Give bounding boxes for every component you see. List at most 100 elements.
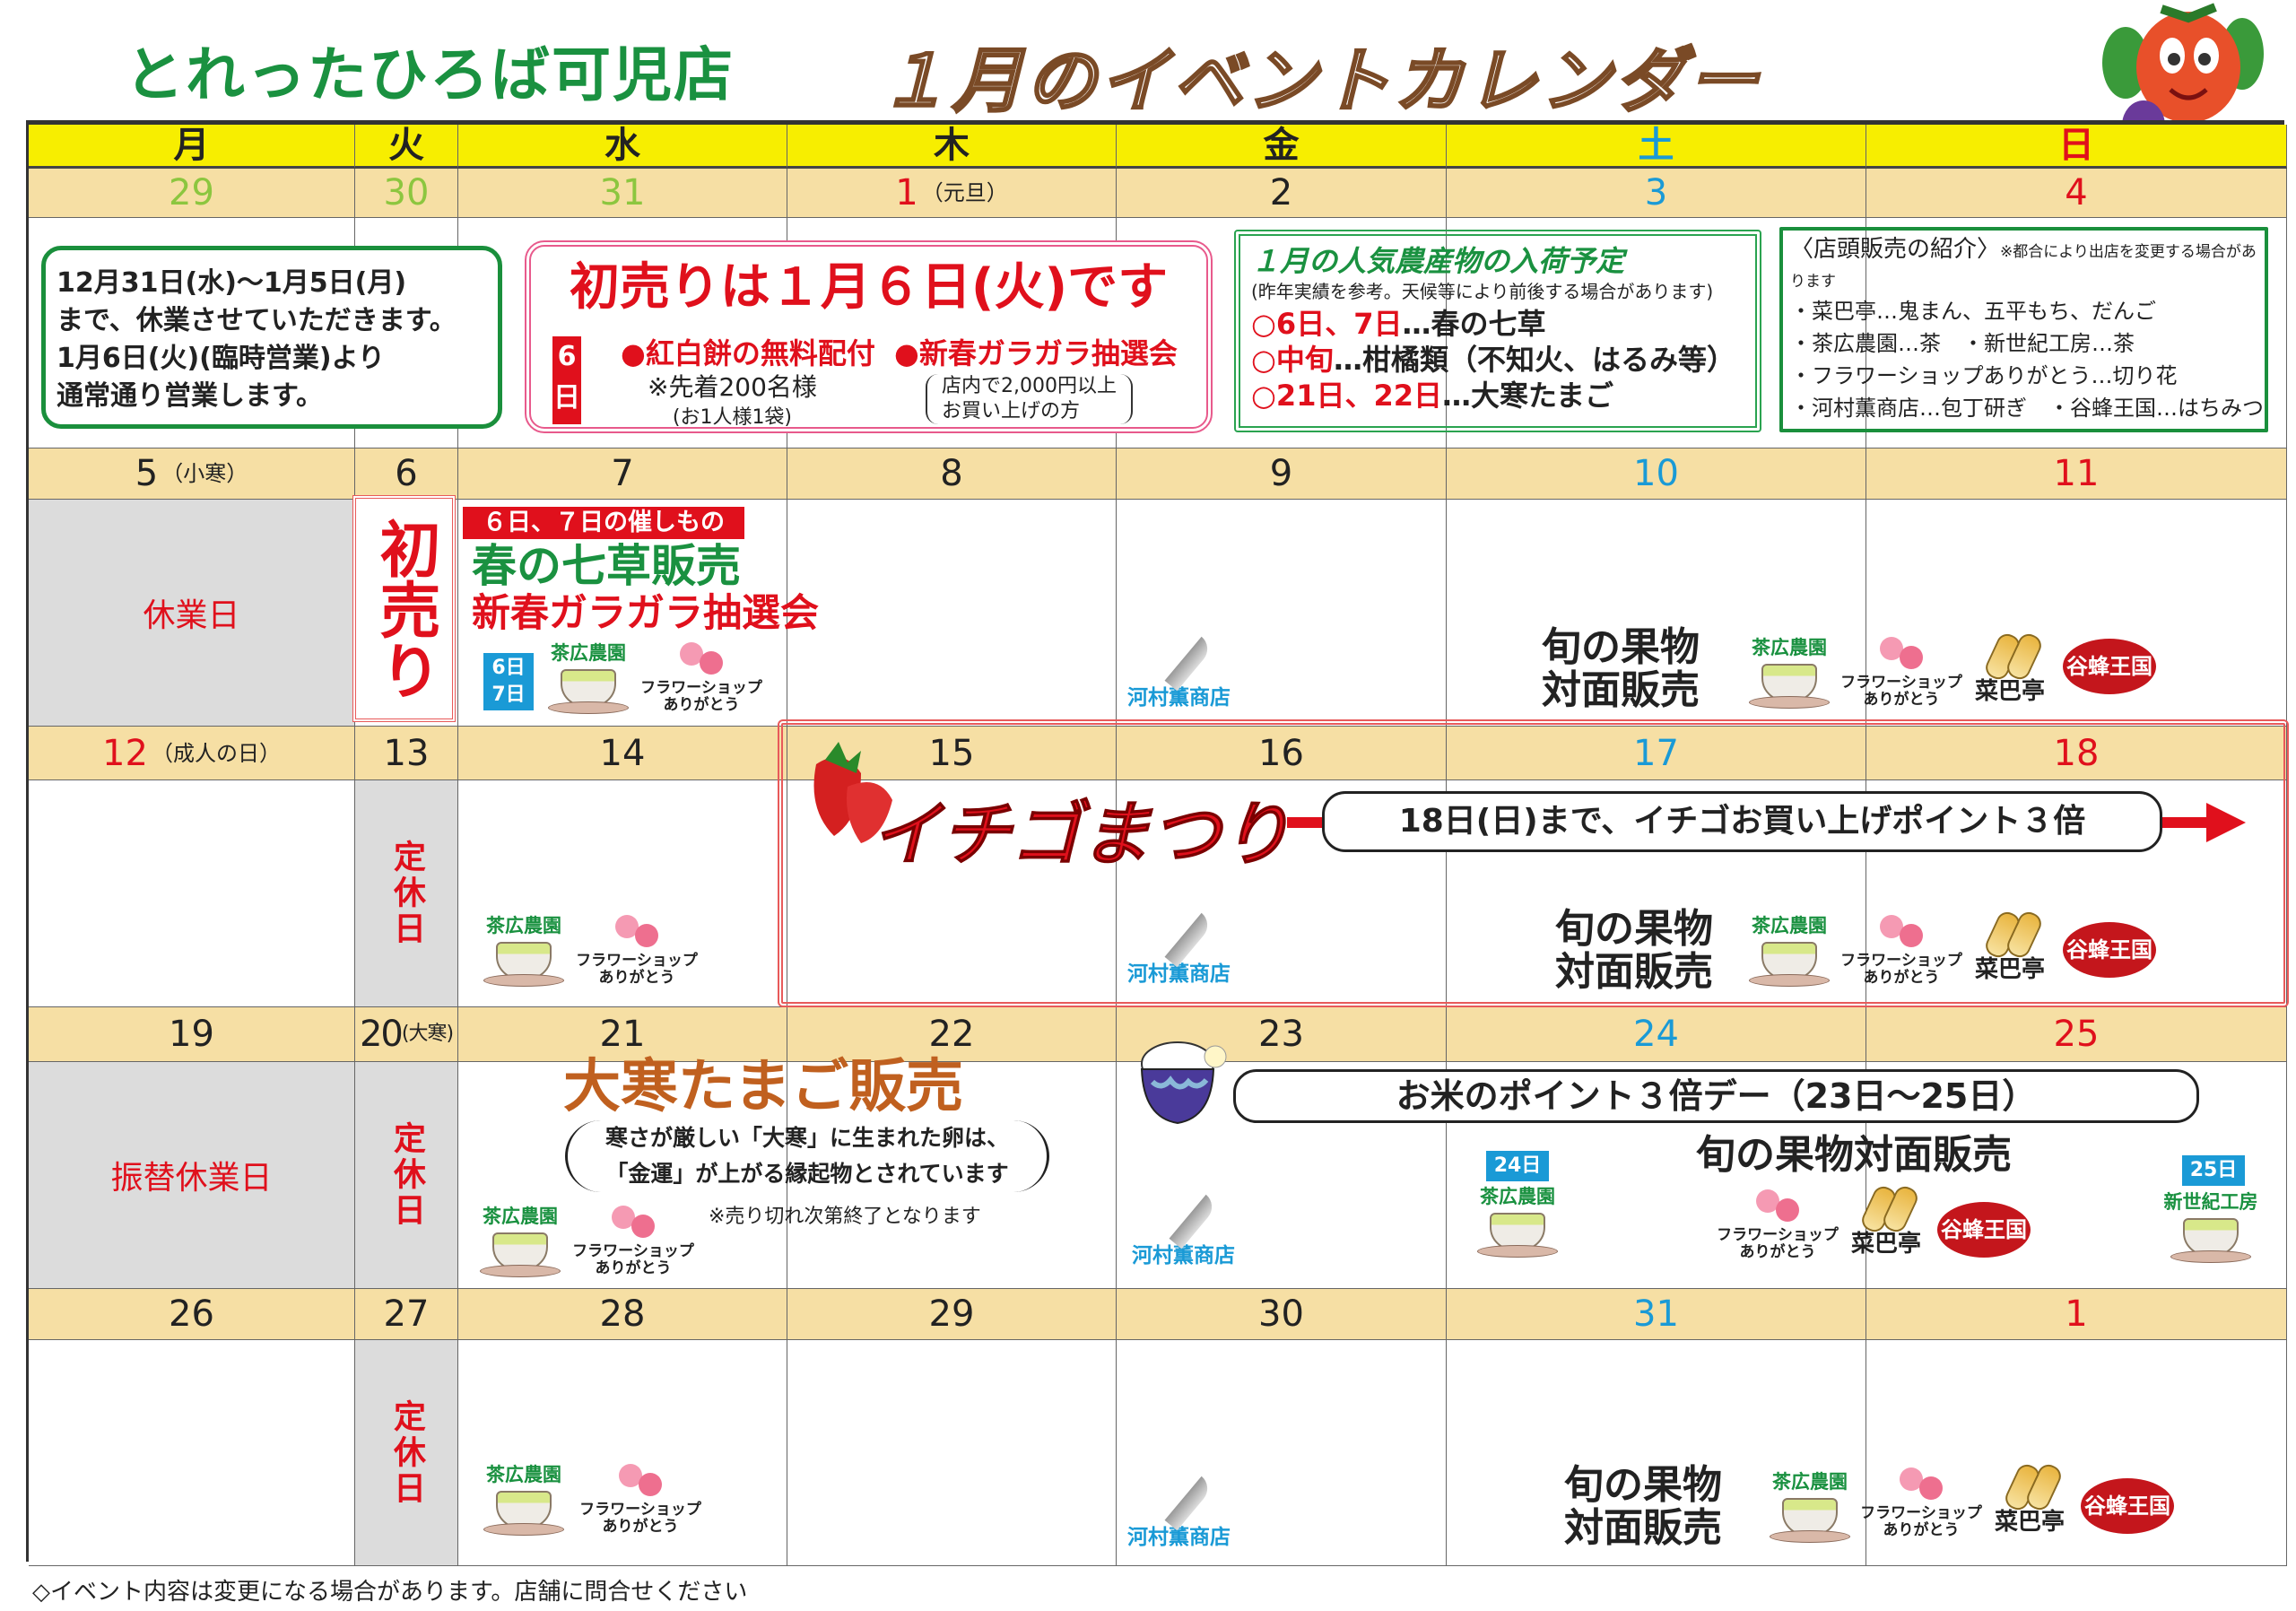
vendor-honey: 谷蜂王国 xyxy=(2081,1478,2174,1534)
day-content-cell xyxy=(29,1340,355,1566)
date-number: 9 xyxy=(1269,453,1293,494)
vendor-knife: 河村薫商店 xyxy=(1132,1193,1235,1268)
weekday-header: 月 xyxy=(29,125,355,169)
fruit-sale: 旬の果物対面販売 xyxy=(1564,1464,1722,1550)
date-cell: 8 xyxy=(787,448,1117,500)
date-cell: 10 xyxy=(1447,448,1866,500)
vendor-label: フラワーショップありがとう xyxy=(578,1502,703,1536)
date-badge-25: 25日 xyxy=(2182,1155,2245,1186)
day-content-cell xyxy=(1866,218,2287,448)
badge-line: 7日 xyxy=(491,684,526,706)
day-content-cell xyxy=(1117,1340,1447,1566)
vendor-label: 河村薫商店 xyxy=(1132,1244,1235,1267)
produce-row: ○21日、22日…大寒たまご xyxy=(1251,378,1744,414)
date-note: （小寒） xyxy=(161,461,248,486)
vendor-tea: 茶広農園 xyxy=(544,639,633,714)
vendor-nabatei: 菜巴亭 xyxy=(1970,630,2050,705)
produce-schedule-box: １月の人気農産物の入荷予定 (昨年実績を参考。天候等により前後する場合があります… xyxy=(1234,230,1761,432)
vendor-knife: 河村薫商店 xyxy=(1127,635,1231,710)
flower-icon xyxy=(1873,911,1930,953)
vendor-tea: 茶広農園 xyxy=(479,1460,569,1536)
date-number: 26 xyxy=(169,1293,214,1335)
date-number: 10 xyxy=(1633,453,1679,494)
vendor-tea: 茶広農園 xyxy=(1765,1467,1855,1543)
nanakusa-sale: 春の七草販売 xyxy=(472,540,741,592)
date-cell: 1（元旦） xyxy=(787,169,1117,218)
date-cell: 30 xyxy=(355,169,458,218)
vendor-label: 茶広農園 xyxy=(1772,1471,1848,1493)
produce-when: ○6日、7日 xyxy=(1251,307,1403,341)
shop-intro-heading: 〈店頭販売の紹介〉 xyxy=(1790,236,2001,263)
day-content-cell xyxy=(787,1062,1117,1289)
vendor-label: フラワーショップありがとう xyxy=(1839,675,1964,709)
date-number: 17 xyxy=(1633,732,1679,774)
vendor-label: フラワーショップありがとう xyxy=(574,953,700,987)
produce-when: ○中旬 xyxy=(1251,343,1334,377)
flower-label-a: フラワーショップ xyxy=(1860,1504,1982,1522)
vendor-honey: 谷蜂王国 xyxy=(2063,922,2156,978)
shop-line: ・茶広農園…茶 ・新世紀工房…茶 xyxy=(1790,331,2135,356)
daikan-line: 寒さが厳しい「大寒」に生まれた卵は、 xyxy=(604,1125,1009,1151)
lottery-note-line: お買い上げの方 xyxy=(942,400,1081,422)
rice-bowl-icon xyxy=(1140,1041,1227,1125)
date-number: 15 xyxy=(928,732,975,774)
vendor-tea: 茶広農園 xyxy=(1744,633,1834,709)
vendor-flower: フラワーショップありがとう xyxy=(1715,1186,1840,1261)
vendor-label: 茶広農園 xyxy=(1480,1186,1555,1207)
date-badge-24: 24日 xyxy=(1486,1151,1549,1181)
date-number: 19 xyxy=(169,1014,214,1055)
gohei-mochi-icon xyxy=(1855,1182,1921,1236)
date-cell: 22 xyxy=(787,1007,1117,1062)
day-content-cell: 定休日 xyxy=(355,1062,458,1289)
vendor-label: フラワーショップありがとう xyxy=(1839,953,1964,987)
jan67-events-label: ６日、７日の催しもの xyxy=(463,507,744,539)
date-cell: 30 xyxy=(1117,1289,1447,1340)
date-cell: 24 xyxy=(1447,1007,1866,1062)
date-cell: 14 xyxy=(458,727,787,780)
daikan-egg-sale: 大寒たまご販売 xyxy=(563,1054,964,1120)
closed-day-label: 定休日 xyxy=(388,1121,425,1229)
date-number: 2 xyxy=(1269,172,1293,213)
mochi-note-text: ※先着200名様 xyxy=(648,372,817,402)
date-number: 30 xyxy=(383,172,430,213)
vendor-label: 茶広農園 xyxy=(1752,637,1827,658)
date-number: 31 xyxy=(599,172,646,213)
date-cell: 21 xyxy=(458,1007,787,1062)
tea-cup-icon xyxy=(1749,664,1830,709)
vendor-label: 河村薫商店 xyxy=(1127,962,1231,986)
first-sale-vertical: 初売り xyxy=(352,495,456,722)
flower-label-b: ありがとう xyxy=(1863,969,1940,987)
vendor-label: 河村薫商店 xyxy=(1127,686,1231,710)
vendor-flower: フラワーショップありがとう xyxy=(578,1460,703,1536)
rice-points-banner: お米のポイント３倍デー（23日～25日） xyxy=(1233,1069,2199,1123)
closure-notice: 12月31日(水)～1月5日(月) まで、休業させていただきます。 1月6日(火… xyxy=(41,246,502,429)
date-number: 11 xyxy=(2053,453,2100,494)
fruit-line: 旬の果物 xyxy=(1564,1462,1722,1508)
weekday-header: 日 xyxy=(1866,125,2287,169)
date-number: 31 xyxy=(1633,1293,1679,1335)
date-cell: 13 xyxy=(355,727,458,780)
vendor-knife: 河村薫商店 xyxy=(1127,1475,1231,1550)
vendor-tea: 茶広農園 xyxy=(1473,1182,1562,1258)
day-badge: 6日 xyxy=(552,336,581,424)
date-cell: 7 xyxy=(458,448,787,500)
shop-intro-note: ※都合により出店を変更する場合があります xyxy=(1790,243,2257,291)
lottery-note-line: 店内で2,000円以上 xyxy=(942,375,1117,397)
date-number: 29 xyxy=(169,172,214,213)
tea-cup-icon xyxy=(1770,1498,1850,1543)
weekday-header: 水 xyxy=(458,125,787,169)
produce-row: ○6日、7日…春の七草 xyxy=(1251,306,1744,342)
date-cell: 4 xyxy=(1866,169,2287,218)
vendor-nabatei: 菜巴亭 xyxy=(1970,908,2050,983)
date-number: 21 xyxy=(599,1014,646,1055)
date-cell: 5（小寒） xyxy=(29,448,355,500)
day-content-cell xyxy=(1447,218,1866,448)
vendor-label: 菜巴亭 xyxy=(1974,956,2045,983)
date-number: 22 xyxy=(928,1014,975,1055)
date-number: 1 xyxy=(895,172,918,213)
produce-when: ○21日、22日 xyxy=(1251,379,1442,413)
fruit-line: 旬の果物 xyxy=(1555,906,1713,952)
date-cell: 31 xyxy=(458,169,787,218)
date-cell: 29 xyxy=(29,169,355,218)
